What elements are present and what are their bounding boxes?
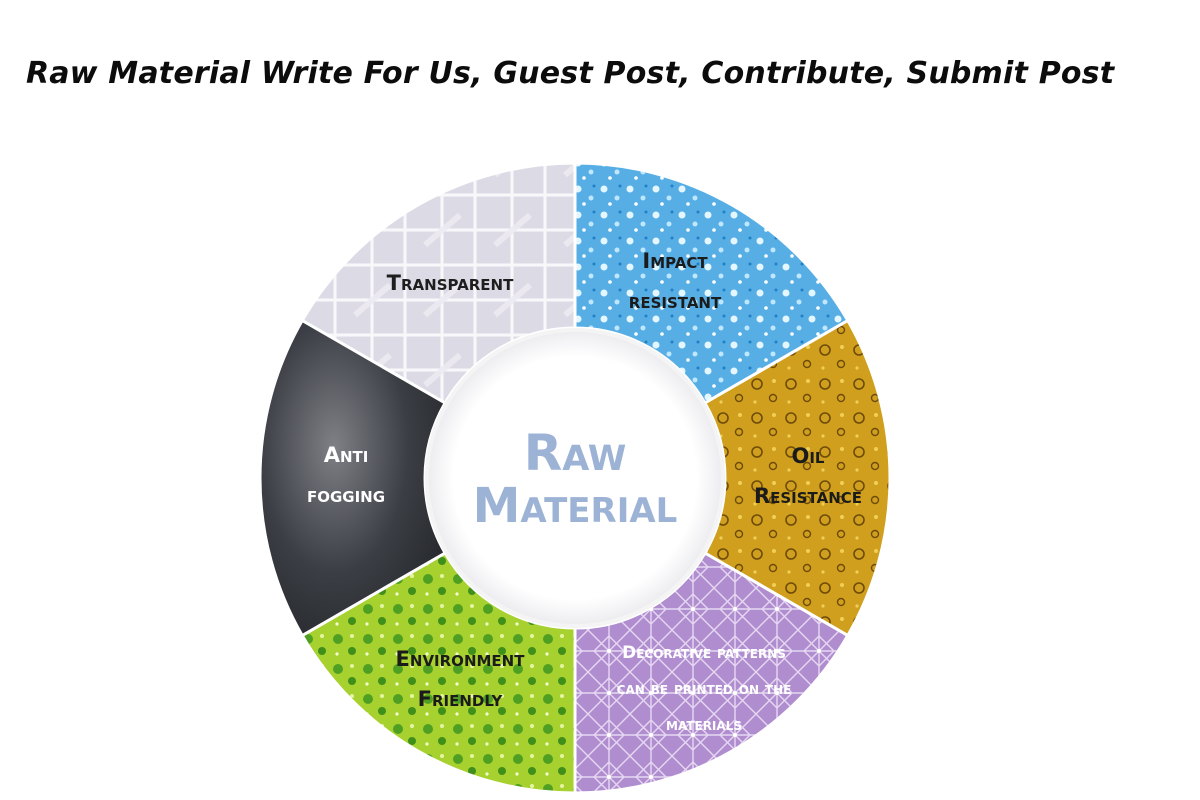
label-transparent-line-1: Transparent [387,271,514,295]
label-anti-fogging-line-1: Anti [324,443,369,467]
label-impact-resistant-line-1: Impact [642,249,708,273]
label-environment-friendly-line-1: Environment [396,647,526,671]
label-oil-resistance-line-2: Resistance [754,484,862,508]
label-oil-resistance-line-1: Oil [792,444,825,468]
label-environment-friendly-line-2: Friendly [418,687,504,711]
center-label-line1: Raw [524,424,627,482]
label-decorative-patterns-line-2: can be printed on the [617,679,792,699]
center-label-line2: Material [473,478,678,534]
label-layer: Transparent Impact resistantOilResistanceD… [307,249,862,735]
label-decorative-patterns-line-3: materials [666,715,742,735]
label-decorative-patterns-line-1: Decorative patterns [622,643,786,663]
label-impact-resistant-line-2: resistant [629,289,722,313]
center-disc [425,328,725,628]
label-anti-fogging-line-2: fogging [307,483,385,507]
page-title: Raw Material Write For Us, Guest Post, C… [26,56,1115,91]
